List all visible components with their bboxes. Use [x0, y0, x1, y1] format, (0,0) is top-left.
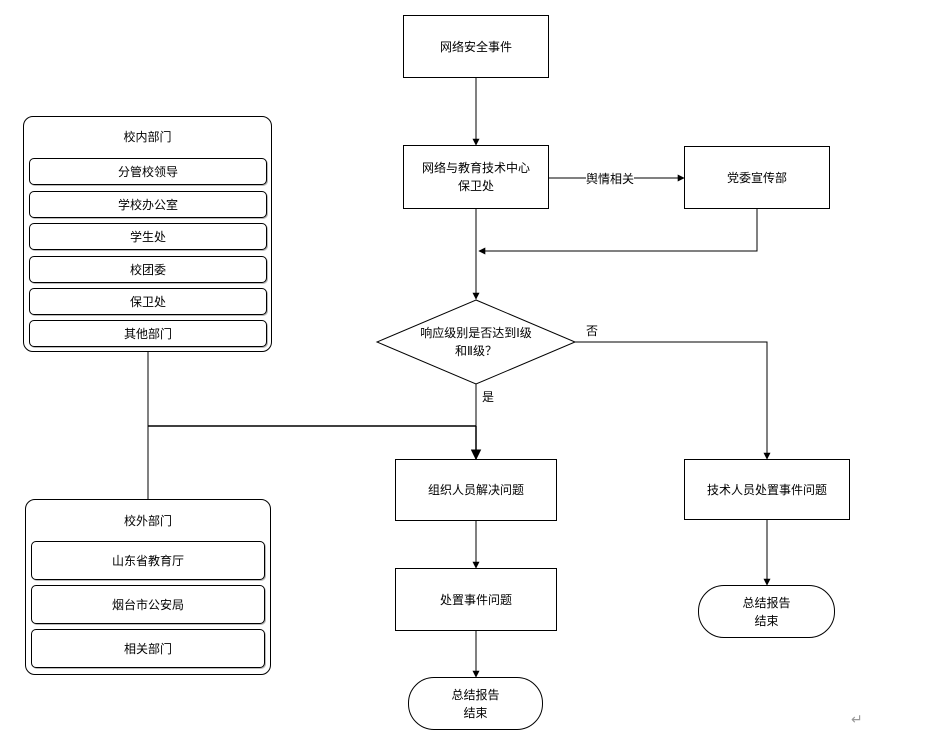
node-dispose-event: 处置事件问题 — [395, 568, 557, 631]
paragraph-return-mark: ↵ — [851, 712, 863, 728]
terminal-end-left: 总结报告 结束 — [408, 677, 543, 730]
node-network-security-event: 网络安全事件 — [403, 15, 549, 78]
arrow-propaganda-return — [478, 209, 758, 255]
node-tech-personnel: 技术人员处置事件问题 — [684, 459, 850, 520]
panel-outer-departments: 校外部门 山东省教育厅 烟台市公安局 相关部门 — [25, 499, 271, 675]
outer-dept-item: 相关部门 — [31, 629, 265, 668]
node-party-propaganda-dept: 党委宣传部 — [684, 146, 830, 209]
edge-label-yes: 是 — [482, 390, 495, 404]
inner-dept-item: 学生处 — [29, 223, 267, 250]
panel-inner-departments: 校内部门 分管校领导 学校办公室 学生处 校团委 保卫处 其他部门 — [23, 116, 272, 352]
edge-label-no: 否 — [586, 324, 599, 338]
panel-inner-title: 校内部门 — [123, 130, 172, 144]
terminal-end-right: 总结报告 结束 — [698, 585, 835, 638]
inner-dept-item: 分管校领导 — [29, 158, 267, 185]
outer-dept-item: 山东省教育厅 — [31, 541, 265, 580]
node-organize-personnel: 组织人员解决问题 — [395, 459, 557, 521]
outer-dept-item: 烟台市公安局 — [31, 585, 265, 624]
inner-dept-item: 学校办公室 — [29, 191, 267, 218]
panel-outer-title: 校外部门 — [123, 514, 172, 528]
node-network-center-security: 网络与教育技术中心 保卫处 — [403, 145, 549, 209]
decision-question: 响应级别是否达到Ⅰ级 和Ⅱ级？ — [420, 326, 532, 358]
inner-dept-item: 校团委 — [29, 256, 267, 283]
inner-dept-item: 其他部门 — [29, 320, 267, 347]
arrow-decision-no — [575, 341, 771, 460]
edge-label-opinion: 舆情相关 — [586, 170, 635, 187]
inner-dept-item: 保卫处 — [29, 288, 267, 315]
